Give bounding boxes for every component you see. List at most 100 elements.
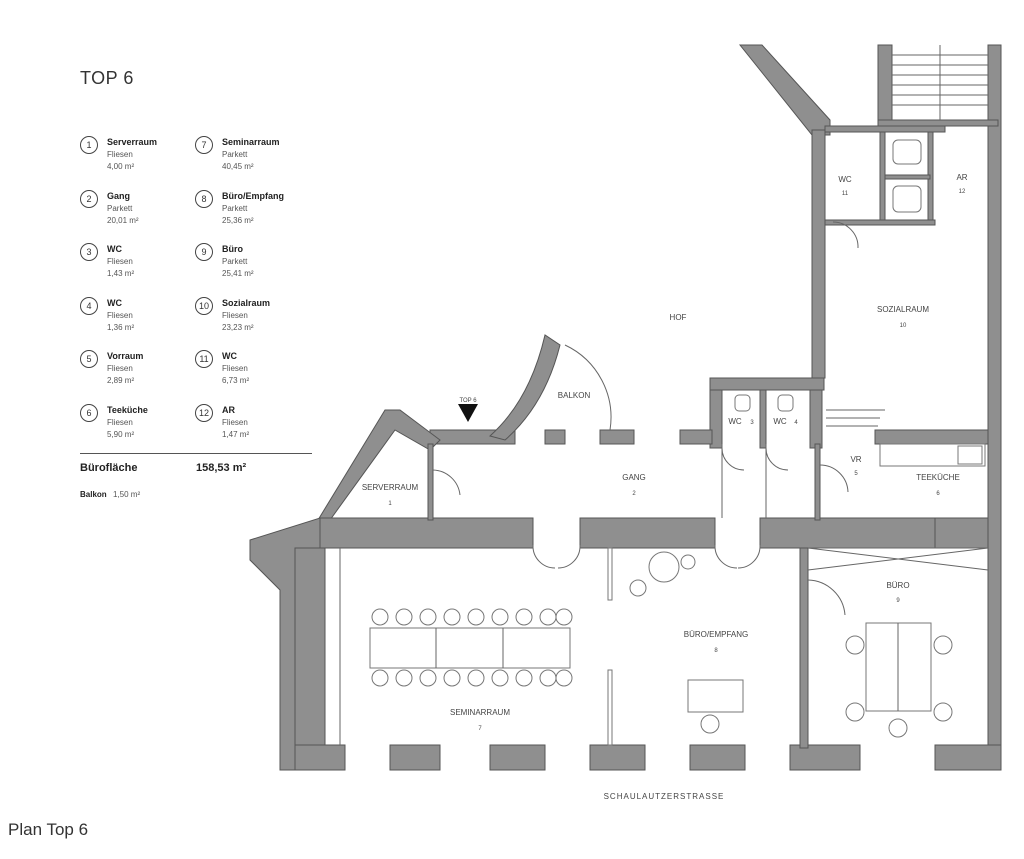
legend-floor-type: Parkett (107, 204, 133, 213)
legend-room-area: 23,23 m² (222, 323, 254, 332)
legend-item: 3 WC Fliesen 1,43 m² (80, 242, 200, 292)
partitions (339, 444, 989, 746)
legend-room-name: Teeküche (107, 405, 148, 415)
num-wc2: 4 (794, 420, 798, 426)
total-area-label: Bürofläche (80, 462, 138, 474)
label-gang: GANG (622, 473, 646, 482)
label-wc1: WC (728, 417, 742, 426)
legend-room-name: WC (222, 351, 237, 361)
legend-room-name: Seminarraum (222, 137, 280, 147)
office-furniture (845, 622, 953, 738)
legend-room-area: 25,41 m² (222, 269, 254, 278)
kitchen-counter (879, 443, 986, 467)
legend-floor-type: Parkett (222, 257, 248, 266)
legend-room-area: 4,00 m² (107, 162, 135, 171)
num-wc-upper: 11 (842, 191, 849, 197)
label-sozialraum: SOZIALRAUM (877, 305, 929, 314)
legend-room-name: AR (222, 405, 235, 415)
seminar-furniture (369, 608, 573, 687)
num-buero: 9 (896, 598, 900, 604)
legend-floor-type: Parkett (222, 204, 248, 213)
plan-title: TOP 6 (80, 68, 134, 88)
num-sozialraum: 10 (900, 323, 907, 329)
legend-room-name: Gang (107, 191, 131, 201)
plan-caption: Plan Top 6 (8, 820, 89, 839)
label-seminarraum: SEMINARRAUM (450, 708, 510, 717)
label-serverraum: SERVERRAUM (362, 483, 419, 492)
num-teekueche: 6 (936, 491, 940, 497)
legend-room-area: 5,90 m² (107, 430, 135, 439)
label-buero: BÜRO (886, 581, 909, 590)
balcony-label: Balkon (80, 490, 107, 499)
legend-number-badge: 9 (195, 243, 213, 261)
summary-divider (80, 453, 312, 454)
num-seminarraum: 7 (478, 726, 482, 732)
label-hof: HOF (670, 313, 687, 322)
legend-floor-type: Fliesen (222, 364, 248, 373)
num-vr: 5 (854, 471, 858, 477)
label-street: SCHAULAUTZERSTRASSE (604, 792, 725, 801)
label-wc-upper: WC (838, 175, 852, 184)
legend-floor-type: Parkett (222, 150, 248, 159)
legend-room-area: 1,43 m² (107, 269, 135, 278)
doors (432, 221, 859, 616)
stairs (826, 45, 988, 427)
legend-room-area: 25,36 m² (222, 216, 254, 225)
legend-floor-type: Fliesen (222, 418, 248, 427)
legend-number-badge: 1 (80, 136, 98, 154)
legend-number-badge: 5 (80, 350, 98, 368)
legend-room-area: 20,01 m² (107, 216, 139, 225)
legend-floor-type: Fliesen (107, 418, 133, 427)
legend-number-badge: 8 (195, 190, 213, 208)
legend-number-badge: 3 (80, 243, 98, 261)
label-balkon: BALKON (558, 391, 591, 400)
legend-number-badge: 11 (195, 350, 213, 368)
legend-room-name: WC (107, 244, 122, 254)
legend-number-badge: 4 (80, 297, 98, 315)
num-ar: 12 (959, 189, 966, 195)
legend-item: 4 WC Fliesen 1,36 m² (80, 296, 200, 346)
num-empfang: 8 (714, 648, 718, 654)
label-wc2: WC (773, 417, 787, 426)
num-gang: 2 (632, 491, 636, 497)
legend-number-badge: 12 (195, 404, 213, 422)
room-labels: SERVERRAUM 1 GANG 2 WC 3 WC 4 VR 5 TEEKÜ… (362, 173, 968, 801)
label-empfang: BÜRO/EMPFANG (684, 630, 748, 639)
legend-floor-type: Fliesen (107, 311, 133, 320)
legend-room-area: 40,45 m² (222, 162, 254, 171)
balcony-value: 1,50 m² (113, 490, 141, 499)
total-area-value: 158,53 m² (196, 462, 247, 474)
label-ar: AR (956, 173, 967, 182)
label-top: TOP 6 (459, 398, 477, 404)
reception-furniture (629, 551, 744, 734)
legend-room-area: 1,36 m² (107, 323, 135, 332)
legend-floor-type: Fliesen (222, 311, 248, 320)
legend-room-name: WC (107, 298, 122, 308)
walls (249, 44, 1002, 771)
legend-room-name: Büro/Empfang (222, 191, 284, 201)
label-teekueche: TEEKÜCHE (916, 473, 960, 482)
entrance-marker-icon (458, 404, 478, 422)
legend-room-name: Vorraum (107, 351, 144, 361)
label-vr: VR (850, 455, 861, 464)
legend-number-badge: 7 (195, 136, 213, 154)
num-serverraum: 1 (388, 501, 392, 507)
legend-number-badge: 2 (80, 190, 98, 208)
legend-room-area: 2,89 m² (107, 376, 135, 385)
wc-fixtures (734, 139, 922, 412)
legend-room-name: Sozialraum (222, 298, 271, 308)
legend-number-badge: 6 (80, 404, 98, 422)
legend-floor-type: Fliesen (107, 150, 133, 159)
legend-floor-type: Fliesen (107, 257, 133, 266)
num-wc1: 3 (750, 420, 754, 426)
